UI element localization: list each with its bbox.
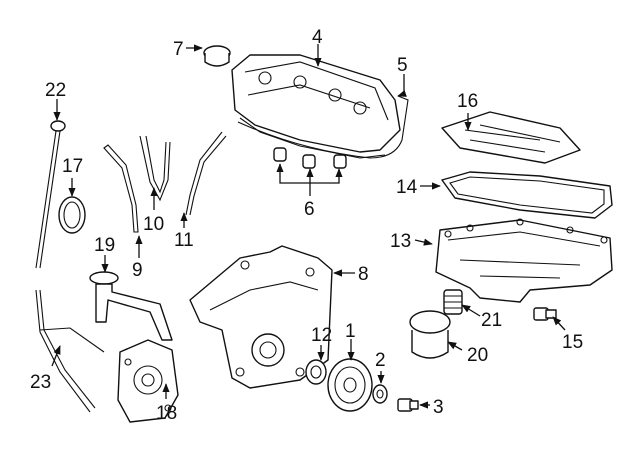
oil-pan-part: [435, 218, 613, 303]
oil-pan-gasket-part: [441, 171, 613, 219]
callout-10: 10: [143, 214, 164, 235]
timing-cover-part: [189, 245, 333, 389]
drain-plug-part: [533, 307, 557, 321]
callout-6: 6: [304, 199, 315, 220]
callout-14: 14: [396, 177, 418, 198]
callout-1: 1: [345, 321, 356, 342]
o-ring-part: [58, 196, 86, 234]
valve-cover-gasket-part: [237, 95, 409, 159]
callout-4: 4: [312, 27, 323, 48]
oil-pump-part: [117, 339, 179, 423]
front-seal-part: [305, 359, 327, 385]
callout-17: 17: [62, 156, 83, 177]
gasket-10-part: [139, 135, 171, 202]
pulley-bolt-part: [397, 398, 419, 412]
callout-7: 7: [173, 39, 184, 60]
callout-13: 13: [390, 231, 411, 252]
callout-3: 3: [433, 397, 444, 418]
dipstick-part: [35, 120, 66, 269]
oil-filter-part: [409, 310, 451, 359]
oil-pickup-tube-part: [89, 271, 173, 341]
gasket-9-part: [103, 144, 139, 233]
callout-16: 16: [457, 91, 478, 112]
callout-23: 23: [30, 372, 51, 393]
callout-18: 18: [156, 403, 177, 424]
callout-22: 22: [45, 80, 66, 101]
valve-cover-part: [231, 54, 401, 159]
oil-filler-cap-part: [203, 45, 231, 67]
callout-9: 9: [132, 260, 143, 281]
dipstick-tube-part: [35, 289, 105, 413]
washer-part: [372, 384, 388, 404]
grommets-part: [273, 147, 347, 169]
leader-lines: [51, 44, 566, 409]
callout-20: 20: [467, 345, 488, 366]
callout-12: 12: [311, 325, 332, 346]
callout-11: 11: [174, 230, 194, 251]
callout-8: 8: [358, 264, 369, 285]
callout-2: 2: [375, 350, 386, 371]
callout-19: 19: [94, 235, 115, 256]
callout-5: 5: [397, 55, 408, 76]
filter-adapter-part: [443, 289, 463, 315]
gasket-11-part: [185, 131, 227, 216]
crankshaft-pulley-part: [327, 358, 373, 412]
engine-cover-plate-part: [441, 111, 581, 164]
callout-21: 21: [481, 310, 502, 331]
callout-15: 15: [562, 332, 583, 353]
